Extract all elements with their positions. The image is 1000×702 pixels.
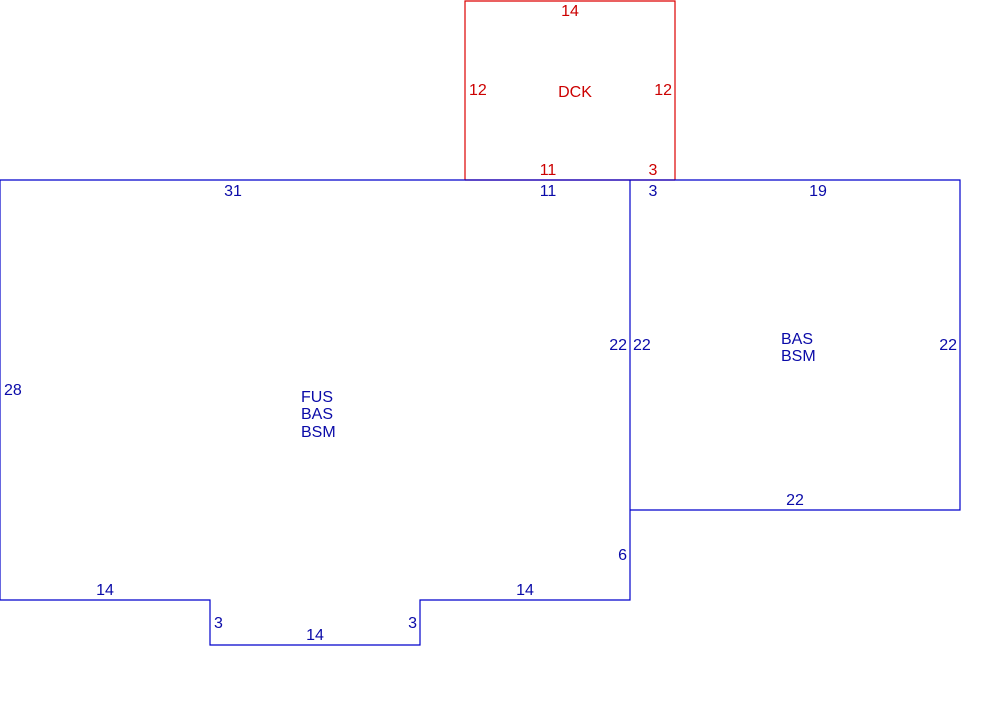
main-dim-notch-right: 3 — [408, 615, 417, 632]
side-dim-top: 19 — [809, 183, 827, 200]
side-dim-right: 22 — [939, 337, 957, 354]
side-dim-left: 22 — [633, 337, 651, 354]
deck-dim-bottom-right: 3 — [649, 162, 658, 179]
side-dim-bottom: 22 — [786, 492, 804, 509]
main-dim-right: 22 — [609, 337, 627, 354]
side-area-label-2: BSM — [781, 348, 816, 365]
deck-label: DCK — [558, 84, 592, 101]
deck-outline — [464, 0, 676, 180]
main-dim-top-mid: 11 — [540, 183, 557, 200]
main-dim-notch-left: 3 — [214, 615, 223, 632]
main-dim-left: 28 — [4, 382, 22, 399]
main-dim-notch-bottom: 14 — [306, 627, 324, 644]
main-dim-top-left: 31 — [224, 183, 242, 200]
side-area-outline — [630, 179, 961, 511]
deck-dim-left: 12 — [469, 82, 487, 99]
deck-dim-bottom: 11 — [540, 162, 557, 179]
main-area-label-3: BSM — [301, 424, 336, 441]
main-area-label-1: FUS — [301, 389, 333, 406]
main-area-outline — [0, 179, 631, 646]
main-dim-bottom-right: 14 — [516, 582, 534, 599]
main-dim-lower-right: 6 — [618, 547, 627, 564]
deck-dim-top: 14 — [561, 3, 579, 20]
side-area-label-1: BAS — [781, 331, 813, 348]
deck-dim-right: 12 — [654, 82, 672, 99]
main-area-label-2: BAS — [301, 406, 333, 423]
side-dim-top-left: 3 — [649, 183, 658, 200]
main-dim-bottom-left: 14 — [96, 582, 114, 599]
